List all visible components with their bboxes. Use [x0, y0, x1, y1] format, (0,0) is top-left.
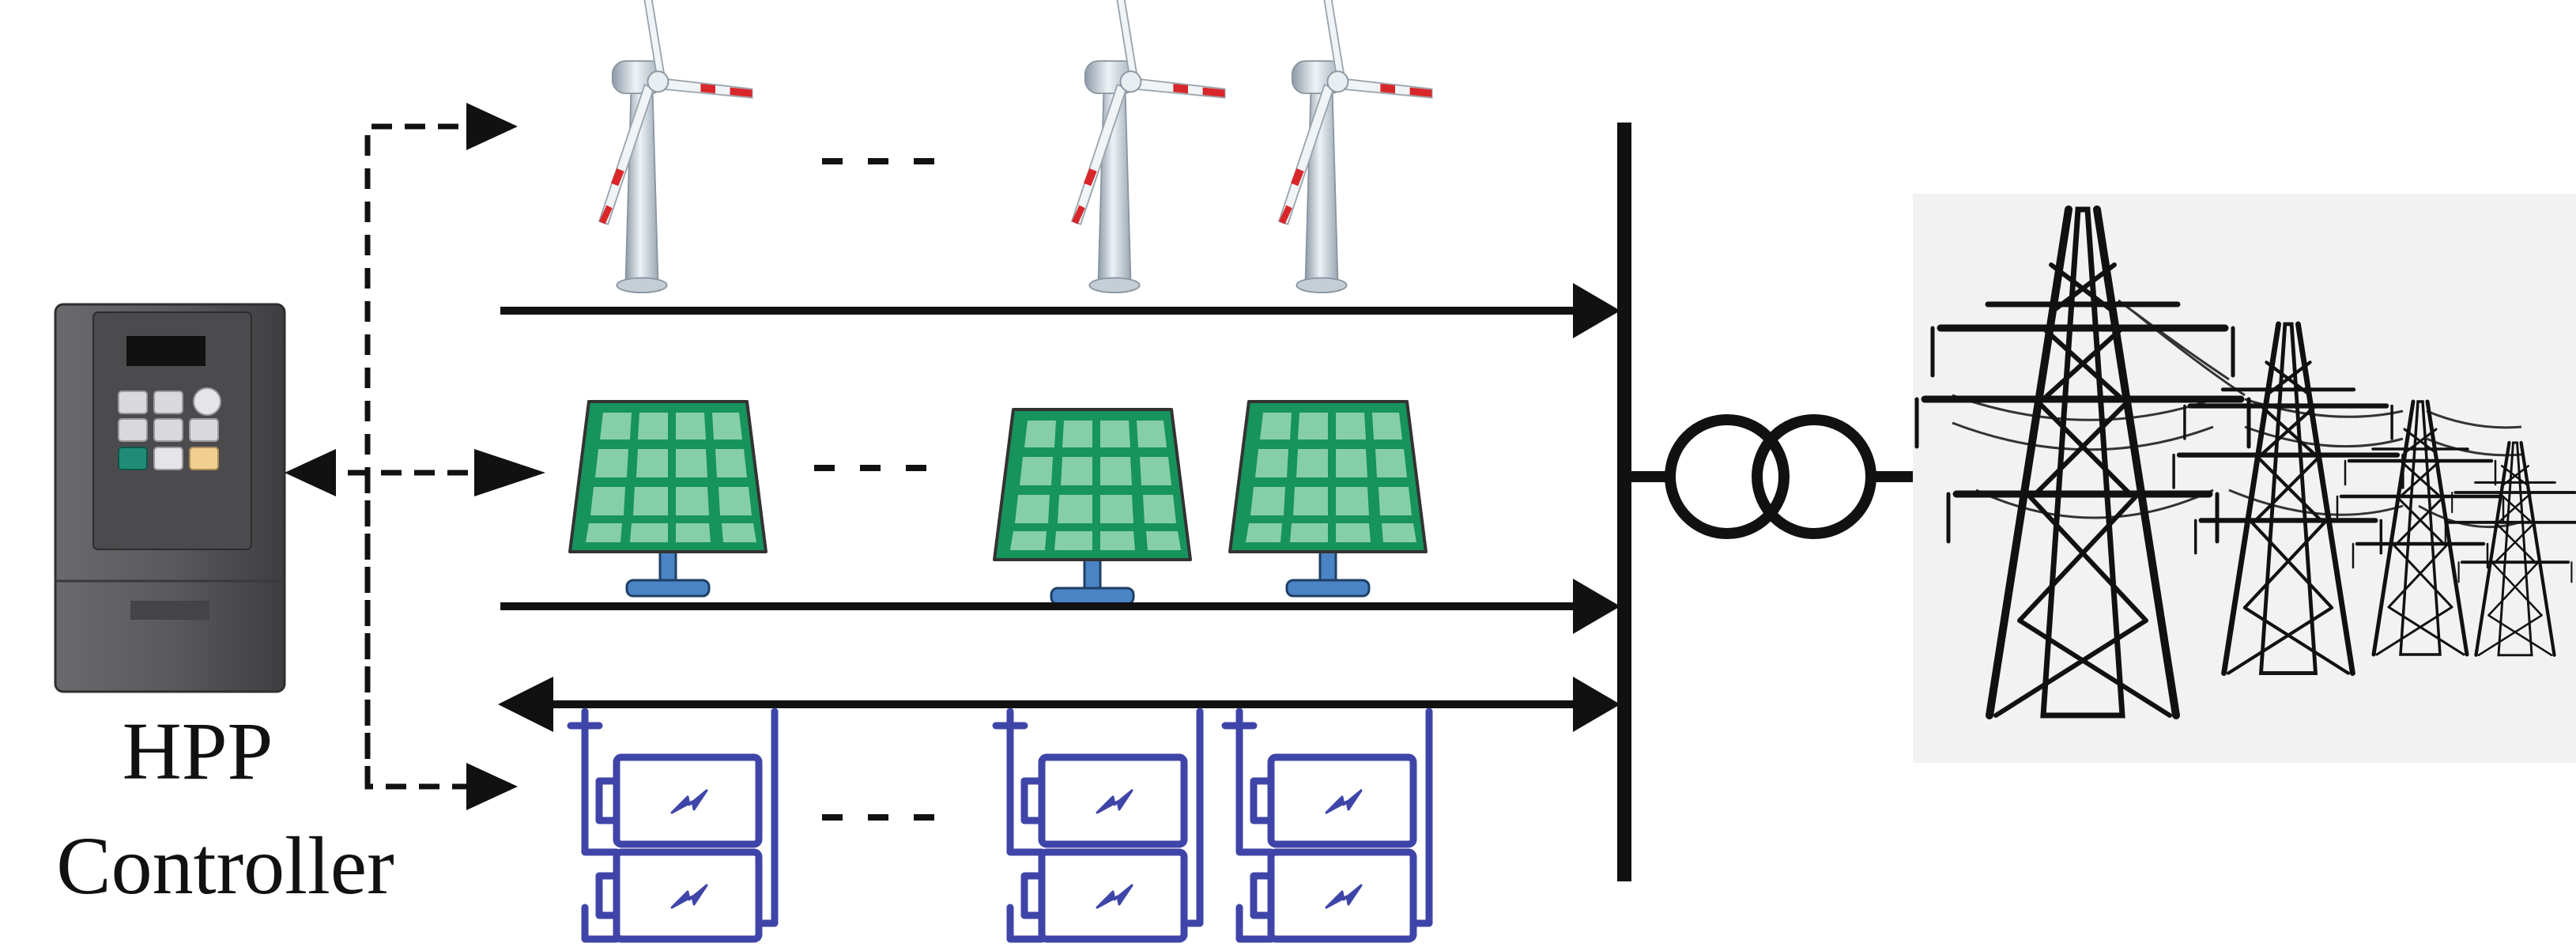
battery-row — [498, 677, 1620, 939]
control-line-wind — [364, 123, 466, 787]
arrow-to-wind — [466, 103, 518, 150]
wind-turbine-row — [500, 0, 1620, 338]
battery-feeder-arrow-right — [1573, 677, 1620, 732]
transmission-background — [1913, 194, 2576, 763]
inverter-device-icon — [54, 303, 286, 693]
wind-turbine-icon — [1071, 0, 1226, 294]
hpp-controller-device: HPP Controller — [54, 303, 394, 911]
control-line-battery — [364, 473, 466, 790]
solar-panel-row — [500, 400, 1620, 634]
control-signal-lines — [348, 123, 474, 790]
solar-panel-icon — [993, 408, 1192, 606]
wind-feeder-arrow — [1573, 283, 1620, 338]
arrow-to-solar — [474, 449, 545, 496]
battery-icon — [571, 711, 775, 939]
solar-feeder-arrow — [1573, 579, 1620, 634]
transmission-grid — [1913, 194, 2576, 763]
wind-turbine-icon — [598, 0, 753, 294]
arrow-to-battery — [466, 763, 518, 810]
control-arrowheads — [285, 103, 545, 810]
battery-icon — [1225, 711, 1429, 939]
solar-panel-icon — [1228, 400, 1428, 598]
ellipsis-wind — [822, 158, 934, 164]
solar-panel-icon — [568, 400, 768, 598]
ellipsis-battery — [822, 814, 934, 821]
wind-turbine-icon — [1278, 0, 1433, 294]
transformer-icon — [1630, 414, 1913, 539]
arrow-to-controller — [285, 449, 336, 496]
battery-feeder-arrow-left — [498, 677, 553, 732]
controller-label-line2: Controller — [56, 821, 394, 911]
ellipsis-solar — [814, 465, 926, 471]
battery-icon — [996, 711, 1200, 939]
controller-label-line1: HPP — [123, 706, 273, 797]
